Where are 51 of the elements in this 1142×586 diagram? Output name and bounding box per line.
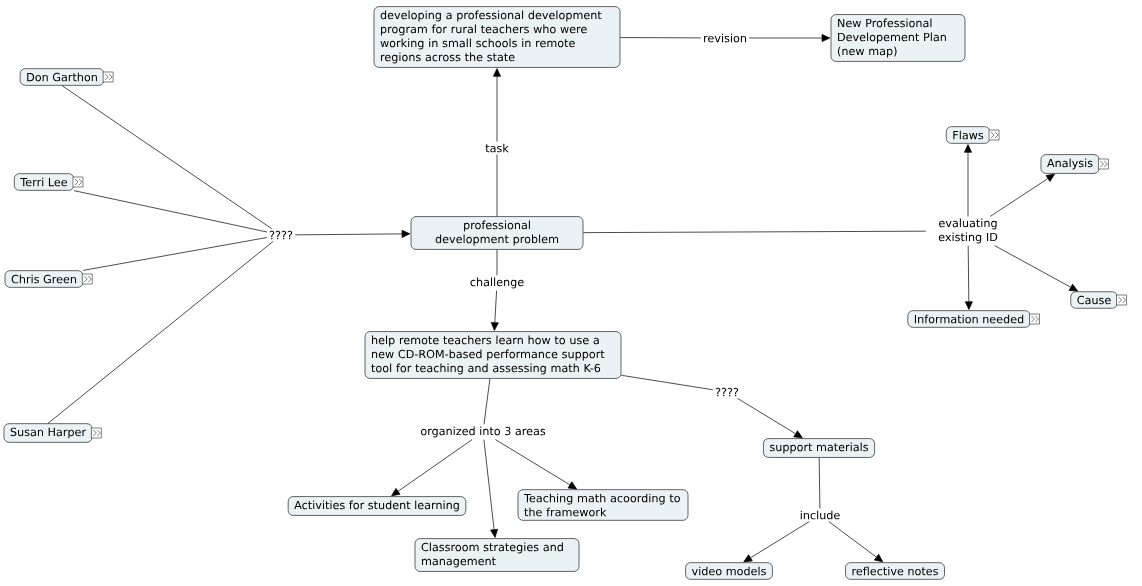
linking-phrase: revision [701,31,749,45]
arrow [989,173,1055,217]
arrow [493,68,501,142]
concept-box: Flaws [946,126,990,144]
concept-box: professional development problem [410,216,584,250]
concept-box: Terri Lee [14,173,74,191]
connector-line [496,249,498,276]
arrow [828,521,884,563]
concept-box: help remote teachers learn how to use a new CD-ROM-based performance support tool for teaching and assessing math K-6 [364,331,622,379]
concept-box: developing a professional development program for rural teachers who were working in small schools in remote regions across the state [373,6,621,68]
linking-phrase: challenge [467,275,527,291]
arrow [743,521,810,563]
arrow [737,398,803,439]
connector-line [82,237,268,271]
arrow [391,439,473,497]
linking-phrase: include [797,508,843,522]
arrow [964,245,973,310]
arrow [294,230,411,238]
concept-box: Chris Green [4,270,84,288]
concept-box: Information needed [907,310,1031,328]
arrow [994,245,1079,292]
arrow [748,34,831,42]
concept-box: reflective notes [845,562,945,580]
connector-line [582,230,927,233]
arrow [964,144,972,217]
concept-box: Classroom strategies and management [414,538,580,572]
connector-line [61,85,273,229]
concept-box: support materials [763,438,875,458]
arrow [483,439,498,538]
connector-line [620,374,714,391]
linking-phrase: organized into 3 areas [418,424,548,440]
arrow [490,290,499,331]
concept-box: video models [685,562,773,580]
concept-box: Cause [1070,291,1118,309]
arrow [495,439,577,490]
concept-box: Activities for student learning [287,496,467,516]
linking-phrase: task [483,141,511,155]
connector-line [619,37,702,39]
connector-line [47,241,274,424]
connector-line [818,457,821,509]
linking-phrase: ???? [267,228,295,242]
connector-line [73,190,268,233]
linking-phrase: evaluating existing ID [926,216,1010,246]
concept-box: Susan Harper [3,423,93,443]
concept-box: Don Garthon [19,68,105,86]
concept-box: Teaching math acoording to the framework [517,489,689,521]
connector-line [496,154,498,217]
connector-line [483,378,491,425]
linking-phrase: ???? [713,385,741,399]
concept-box: Analysis [1040,154,1100,174]
concept-box: New Professional Developement Plan (new map) [830,14,966,62]
